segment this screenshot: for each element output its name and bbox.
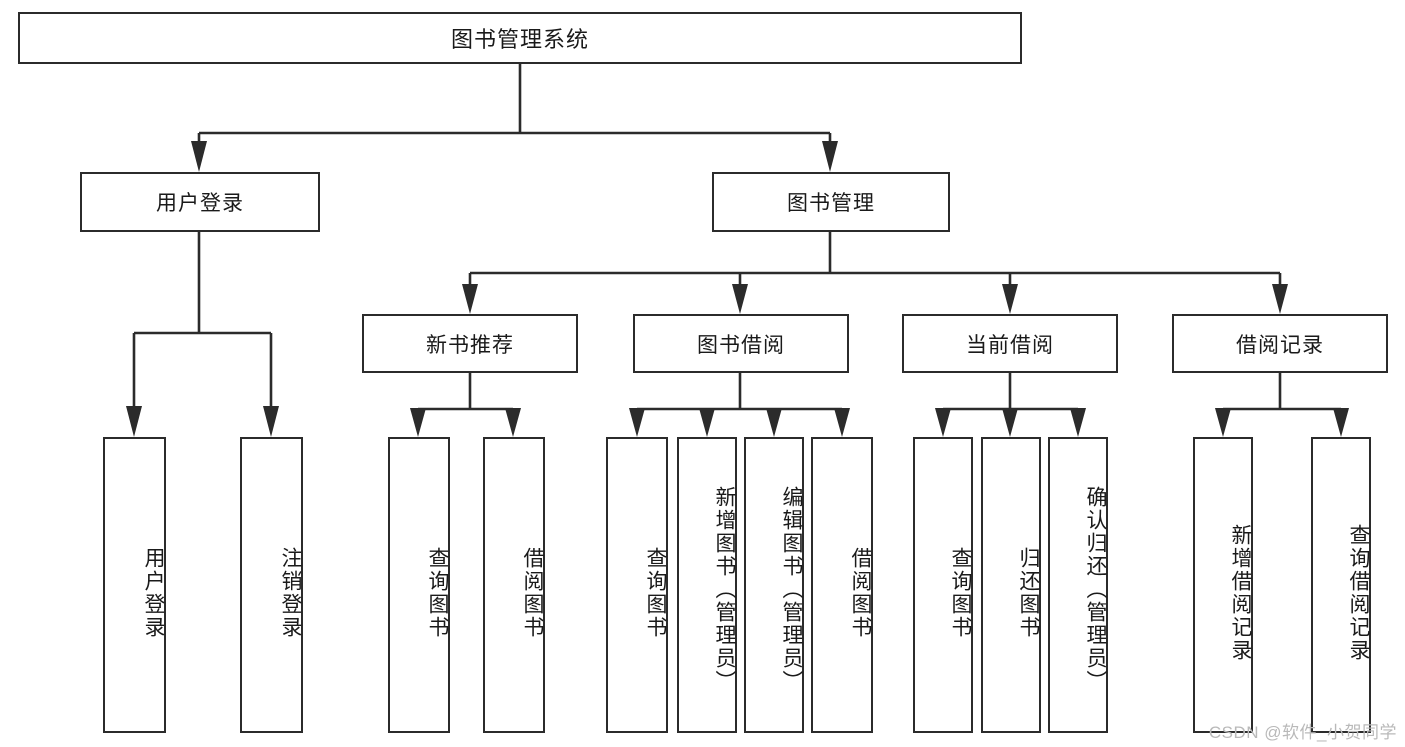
node-label: 用户登录	[156, 192, 244, 215]
node-label: 借阅图书	[849, 547, 872, 639]
node-label: 查询图书	[644, 547, 667, 639]
node-current-borrow[interactable]: 当前借阅	[902, 314, 1118, 373]
watermark-text: CSDN @软件_小贺同学	[1208, 723, 1397, 742]
node-label: 确认归还（管理员）	[1084, 485, 1107, 693]
node-label: 借阅图书	[521, 547, 544, 639]
node-label: 新增图书（管理员）	[713, 485, 736, 693]
leaf-add-book-admin[interactable]: 新增图书（管理员）	[677, 437, 737, 733]
leaf-add-borrow-record[interactable]: 新增借阅记录	[1193, 437, 1253, 733]
node-label: 查询图书	[426, 547, 449, 639]
node-label: 归还图书	[1017, 547, 1040, 639]
leaf-current-query-book[interactable]: 查询图书	[913, 437, 973, 733]
leaf-edit-book-admin[interactable]: 编辑图书（管理员）	[744, 437, 804, 733]
leaf-query-borrow-record[interactable]: 查询借阅记录	[1311, 437, 1371, 733]
node-label: 图书管理	[787, 192, 875, 215]
leaf-return-book[interactable]: 归还图书	[981, 437, 1041, 733]
node-label: 查询借阅记录	[1347, 524, 1370, 662]
node-label: 编辑图书（管理员）	[780, 485, 803, 693]
node-new-book-recommend[interactable]: 新书推荐	[362, 314, 578, 373]
node-label: 新书推荐	[426, 333, 514, 357]
node-label: 当前借阅	[966, 333, 1054, 357]
leaf-new-book-borrow[interactable]: 借阅图书	[483, 437, 545, 733]
leaf-user-login[interactable]: 用户登录	[103, 437, 166, 733]
node-label: 图书借阅	[697, 333, 785, 357]
leaf-confirm-return-admin[interactable]: 确认归还（管理员）	[1048, 437, 1108, 733]
leaf-logout[interactable]: 注销登录	[240, 437, 303, 733]
node-borrow-record[interactable]: 借阅记录	[1172, 314, 1388, 373]
node-book-borrow[interactable]: 图书借阅	[633, 314, 849, 373]
node-label: 用户登录	[142, 547, 165, 639]
node-user-login[interactable]: 用户登录	[80, 172, 320, 232]
node-label: 注销登录	[279, 547, 302, 639]
node-label: 查询图书	[949, 547, 972, 639]
node-label: 图书管理系统	[450, 27, 589, 52]
node-label: 借阅记录	[1236, 333, 1324, 357]
node-root-system[interactable]: 图书管理系统	[18, 12, 1022, 64]
leaf-borrow-query-book[interactable]: 查询图书	[606, 437, 668, 733]
node-label: 新增借阅记录	[1229, 524, 1252, 662]
leaf-new-book-query[interactable]: 查询图书	[388, 437, 450, 733]
node-book-management[interactable]: 图书管理	[712, 172, 950, 232]
leaf-borrow-book[interactable]: 借阅图书	[811, 437, 873, 733]
